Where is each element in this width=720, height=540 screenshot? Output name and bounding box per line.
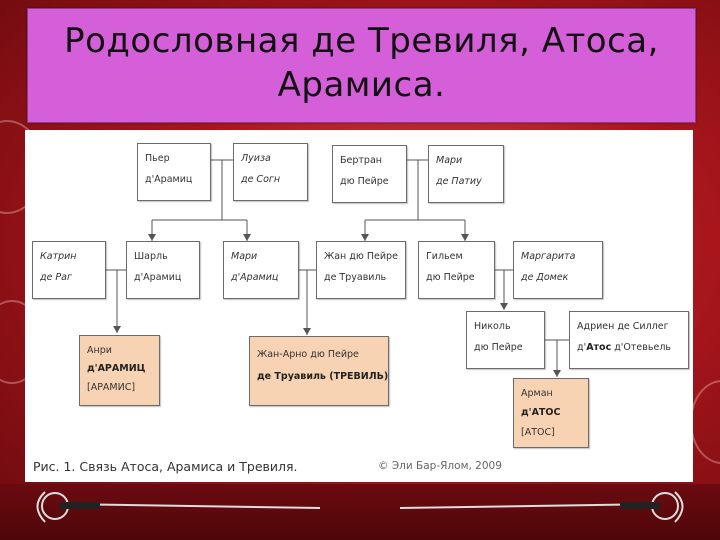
node-jean: Жан дю Пейре де Труавиль [316, 241, 406, 299]
node-family-name: де Раг [40, 272, 72, 283]
title-line-1: Родословная де Тревиля, Атоса, [64, 21, 659, 61]
node-marie-aramits: Мари д'Арамиц [223, 241, 299, 299]
node-first-name: Маргарита [521, 251, 576, 262]
node-family-name: д'Арамиц [231, 272, 279, 283]
copyright-note: © Эли Бар-Ялом, 2009 [378, 460, 502, 472]
node-family-name: дю Пейре [474, 342, 523, 353]
node-pierre: Пьер д'Арамиц [137, 143, 211, 201]
node-family-name: де Труавиль (ТРЕВИЛЬ) [257, 371, 389, 382]
node-adrien: Адриен де Силлег д'Атос д'Отевьель [569, 311, 689, 369]
node-family-name: д'Арамиц [145, 174, 193, 185]
node-family-name: де Труавиль [324, 272, 387, 283]
node-family-name: д'Атос д'Отевьель [577, 342, 671, 353]
node-alias: [АРАМИС] [87, 382, 136, 393]
node-first-name: Пьер [145, 153, 170, 164]
node-family-name: де Согн [241, 174, 281, 185]
crossed-swords-icon [36, 491, 684, 523]
node-marguerite: Маргарита де Домек [513, 241, 603, 299]
node-first-name: Катрин [40, 251, 77, 262]
name-prefix: д' [577, 342, 587, 353]
node-jean-arnaud: Жан-Арно дю Пейре де Труавиль (ТРЕВИЛЬ) [249, 336, 389, 406]
node-bertrand: Бертран дю Пейре [332, 145, 407, 203]
name-suffix: д'Отевьель [611, 342, 671, 353]
node-family-name: де Патиу [436, 176, 482, 187]
node-first-name: Мари [231, 251, 258, 262]
figure-caption: Рис. 1. Связь Атоса, Арамиса и Тревиля. [33, 459, 298, 474]
slide-title: Родословная де Тревиля, Атоса, Арамиса. [28, 19, 695, 107]
node-katrin: Катрин де Раг [32, 241, 106, 299]
node-first-name: Николь [474, 321, 511, 332]
node-first-name: Гильем [426, 251, 463, 262]
node-family-name: де Домек [521, 272, 569, 283]
node-family-name: дю Пейре [340, 176, 389, 187]
node-family-name: дю Пейре [426, 272, 475, 283]
title-box: Родословная де Тревиля, Атоса, Арамиса. [27, 8, 696, 123]
genealogy-panel: Пьер д'Арамиц Луиза де Согн Бертран дю П… [25, 130, 693, 482]
node-first-name: Жан-Арно дю Пейре [257, 349, 359, 360]
node-family-name: д'АТОС [521, 407, 561, 418]
node-charles: Шарль д'Арамиц [126, 241, 200, 299]
bottom-decor-bar [0, 484, 720, 540]
node-first-name: Анри [87, 345, 112, 356]
node-armand: Арман д'АТОС [АТОС] [513, 378, 589, 448]
node-louise: Луиза де Согн [233, 143, 308, 201]
node-henri: Анри д'АРАМИЦ [АРАМИС] [79, 335, 160, 406]
title-line-2: Арамиса. [277, 65, 446, 105]
node-first-name: Адриен де Силлег [577, 321, 669, 332]
node-first-name: Бертран [340, 155, 382, 166]
node-family-name: д'Арамиц [134, 272, 182, 283]
node-first-name: Шарль [134, 251, 168, 262]
name-highlight: Атос [586, 342, 612, 353]
connector-lines [105, 159, 570, 377]
node-first-name: Жан дю Пейре [324, 251, 398, 262]
node-first-name: Арман [521, 388, 553, 399]
node-guillaume: Гильем дю Пейре [418, 241, 495, 299]
node-alias: [АТОС] [521, 427, 555, 438]
node-first-name: Мари [436, 155, 463, 166]
node-family-name: д'АРАМИЦ [87, 363, 146, 374]
node-nicolas: Николь дю Пейре [466, 311, 545, 369]
node-marie-patiu: Мари де Патиу [428, 145, 504, 203]
node-first-name: Луиза [241, 153, 271, 164]
